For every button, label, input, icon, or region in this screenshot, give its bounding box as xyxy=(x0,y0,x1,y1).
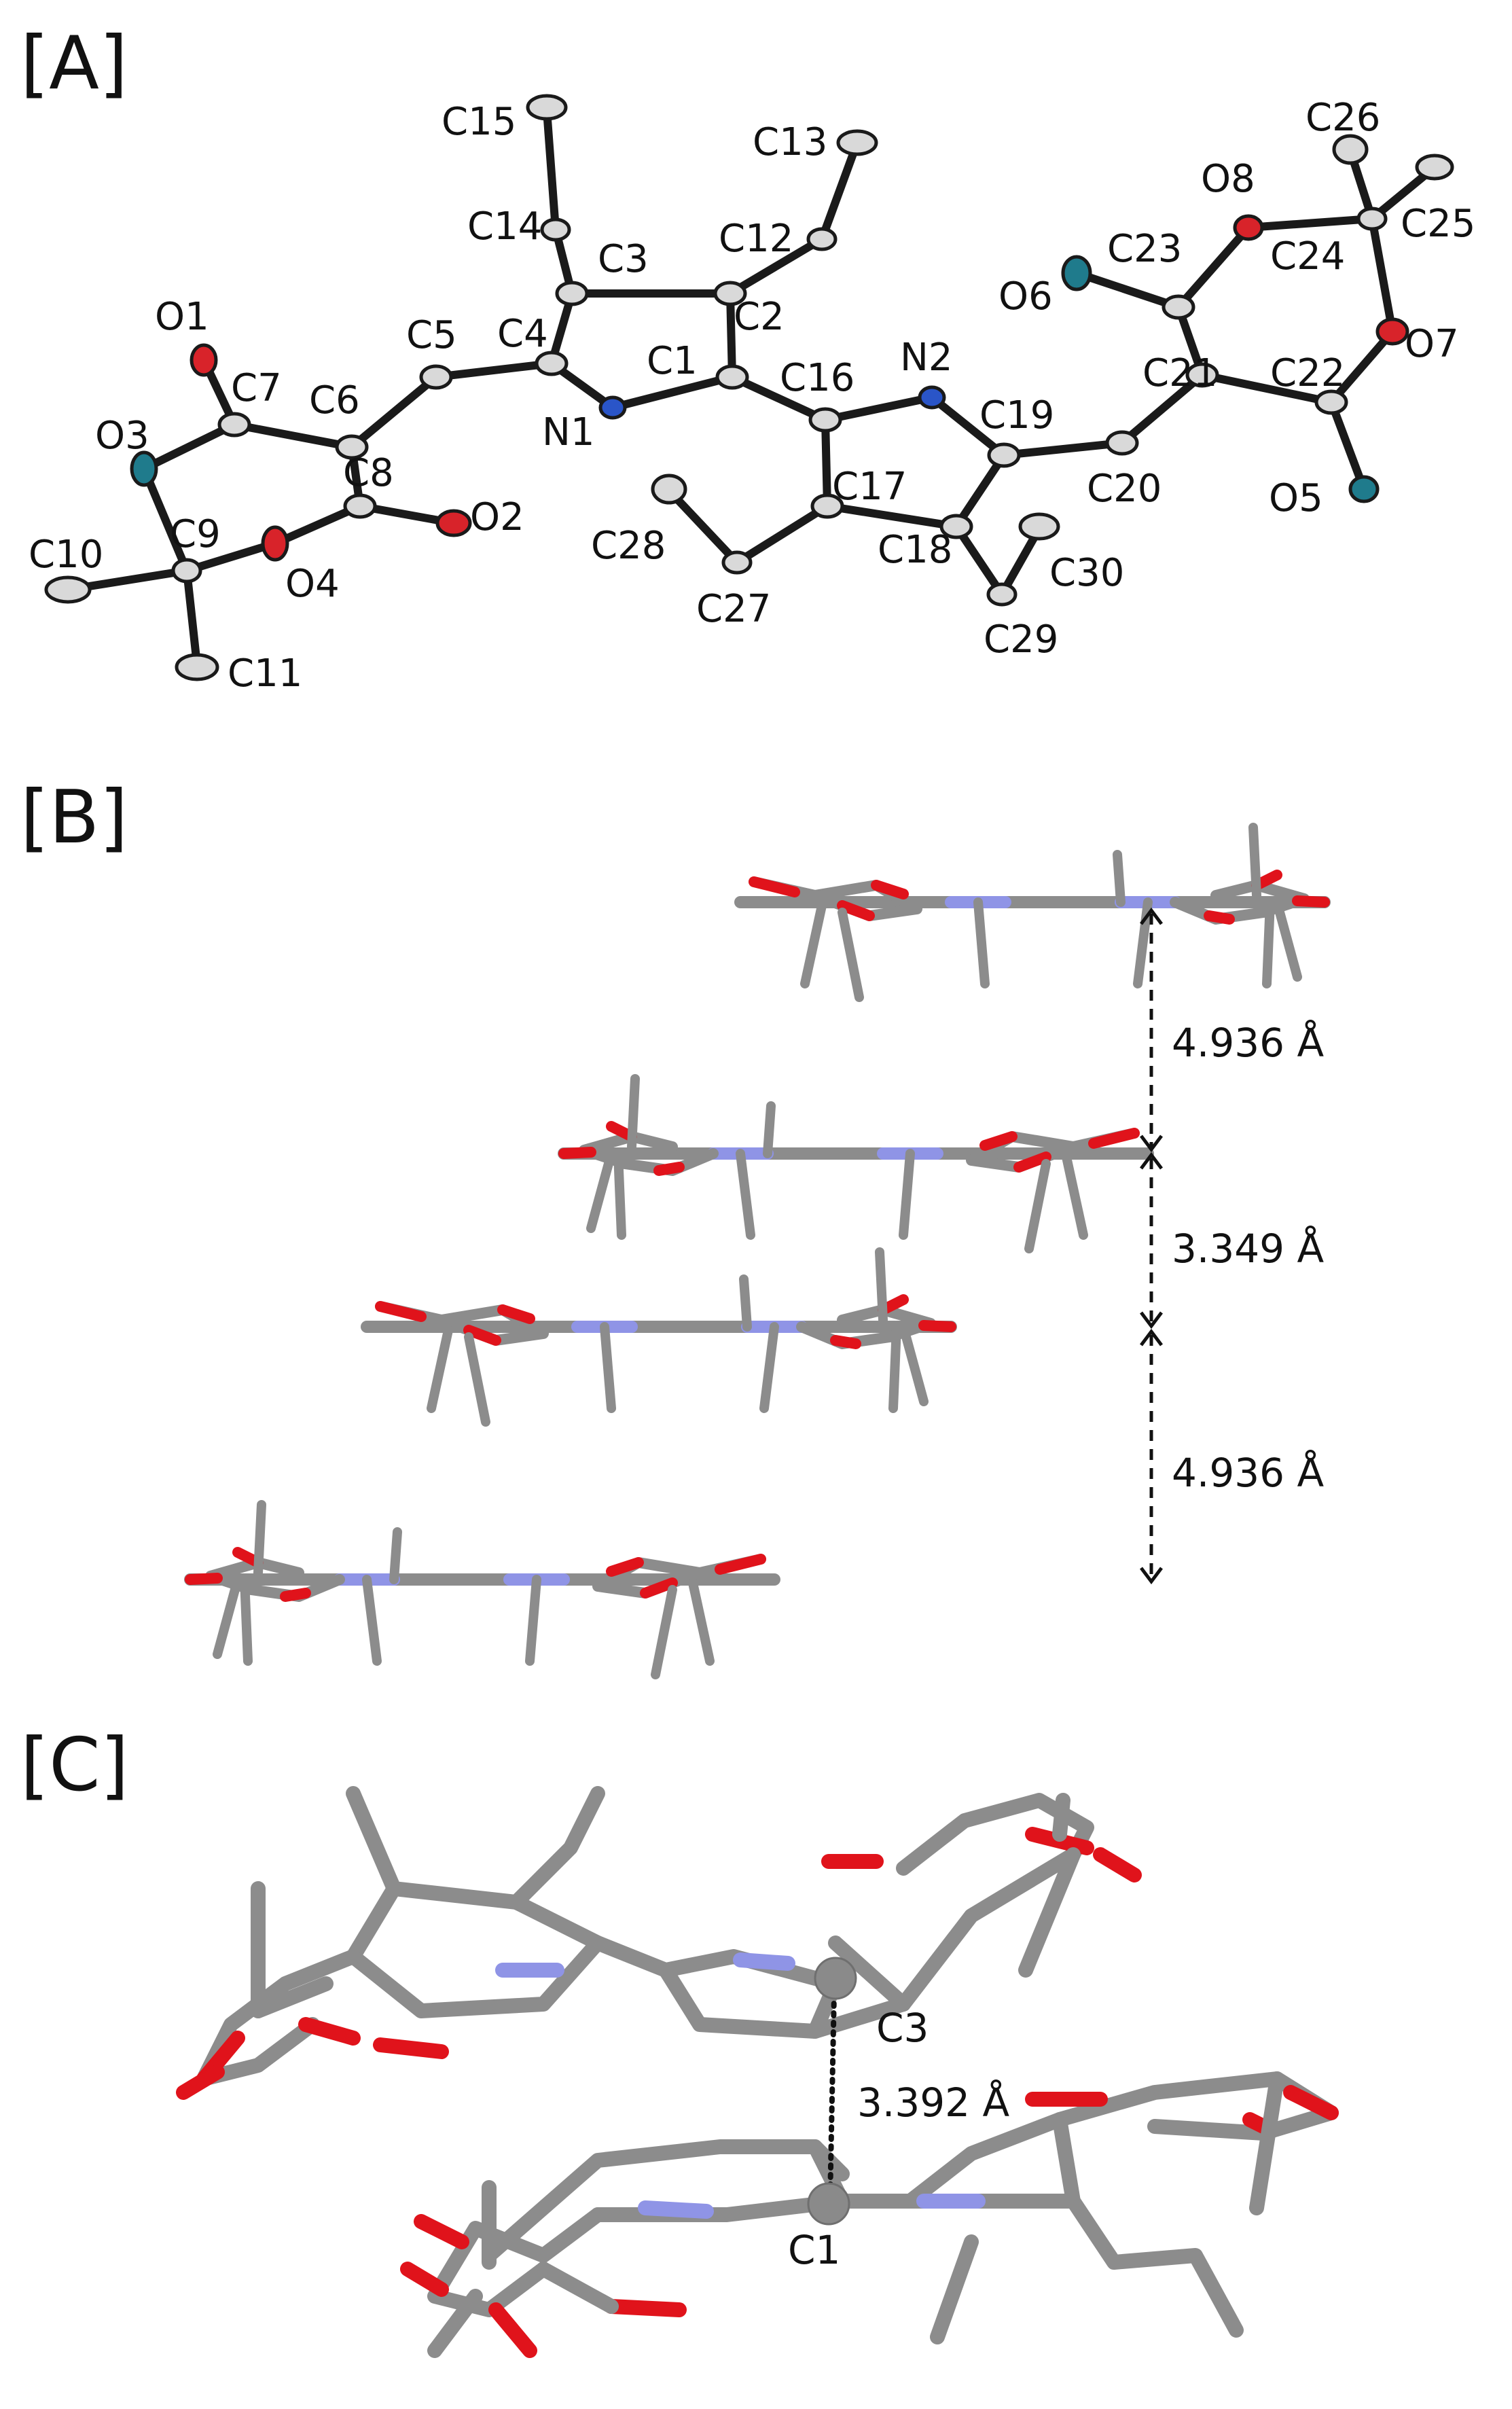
label-o3: O3 xyxy=(95,414,149,458)
atom-label-c1: C1 xyxy=(788,2227,840,2273)
label-c6: C6 xyxy=(309,378,360,423)
label-c5: C5 xyxy=(406,313,457,357)
panel-a: [A] xyxy=(20,21,1475,696)
atom-c3-sphere xyxy=(814,1957,857,2000)
panel-b-label: [B] xyxy=(20,775,128,860)
upper-molecule xyxy=(176,1786,1142,2100)
label-c11: C11 xyxy=(228,652,302,696)
label-c26: C26 xyxy=(1306,96,1380,140)
label-n1: N1 xyxy=(542,410,595,454)
label-o5: O5 xyxy=(1269,476,1323,520)
distance-1: 4.936 Å xyxy=(1172,1019,1324,1066)
panel-c-label: [C] xyxy=(20,1723,129,1808)
ortep-atom-labels: C15 C13 C26 O8 C14 C12 C23 C24 C25 O1 C3… xyxy=(29,96,1475,696)
label-c8: C8 xyxy=(343,451,394,495)
distance-2: 3.349 Å xyxy=(1172,1225,1324,1272)
panel-a-label: [A] xyxy=(20,21,128,106)
stacked-molecule-2 xyxy=(564,1079,1148,1249)
label-o7: O7 xyxy=(1405,322,1459,366)
label-o4: O4 xyxy=(285,562,340,606)
atom-c1-sphere xyxy=(807,2182,850,2226)
label-c13: C13 xyxy=(753,120,827,164)
label-o6: O6 xyxy=(998,274,1053,319)
atom-label-c3: C3 xyxy=(876,2005,929,2051)
label-c20: C20 xyxy=(1087,467,1162,511)
label-c27: C27 xyxy=(696,587,771,631)
label-c7: C7 xyxy=(231,366,282,410)
label-c4: C4 xyxy=(497,312,548,356)
label-c22: C22 xyxy=(1270,351,1345,395)
label-c12: C12 xyxy=(719,217,793,261)
label-c25: C25 xyxy=(1401,202,1475,246)
label-o8: O8 xyxy=(1201,157,1255,201)
lower-molecule xyxy=(400,2071,1339,2358)
label-c30: C30 xyxy=(1049,551,1124,595)
stacked-molecule-3 xyxy=(367,1252,951,1422)
ortep-atoms xyxy=(44,94,1454,681)
stacked-molecule-1 xyxy=(740,827,1325,997)
label-c19: C19 xyxy=(979,393,1054,438)
label-c21: C21 xyxy=(1142,351,1217,395)
label-o1: O1 xyxy=(155,295,209,339)
label-c10: C10 xyxy=(29,533,103,577)
label-c28: C28 xyxy=(591,524,666,568)
contact-distance: 3.392 Å xyxy=(857,2079,1009,2126)
label-c24: C24 xyxy=(1270,234,1345,279)
distance-3: 4.936 Å xyxy=(1172,1449,1324,1496)
label-c17: C17 xyxy=(832,465,907,509)
label-c1: C1 xyxy=(647,339,698,383)
stacked-molecule-4 xyxy=(190,1505,774,1675)
label-c3: C3 xyxy=(598,237,649,281)
panel-c: [C] xyxy=(20,1723,1339,2358)
label-c2: C2 xyxy=(734,295,785,339)
label-c9: C9 xyxy=(170,512,221,556)
label-c23: C23 xyxy=(1107,227,1182,271)
label-c15: C15 xyxy=(442,100,516,144)
ortep-bonds xyxy=(64,106,1437,668)
label-n2: N2 xyxy=(900,336,953,380)
label-c14: C14 xyxy=(467,204,542,249)
stacking-distance-arrows xyxy=(1140,907,1163,1585)
label-o2: O2 xyxy=(470,495,524,539)
contact-line xyxy=(827,1991,837,2204)
panel-b: [B] xyxy=(20,775,1325,1675)
label-c18: C18 xyxy=(878,528,952,572)
label-c29: C29 xyxy=(984,618,1058,662)
label-c16: C16 xyxy=(780,356,854,400)
